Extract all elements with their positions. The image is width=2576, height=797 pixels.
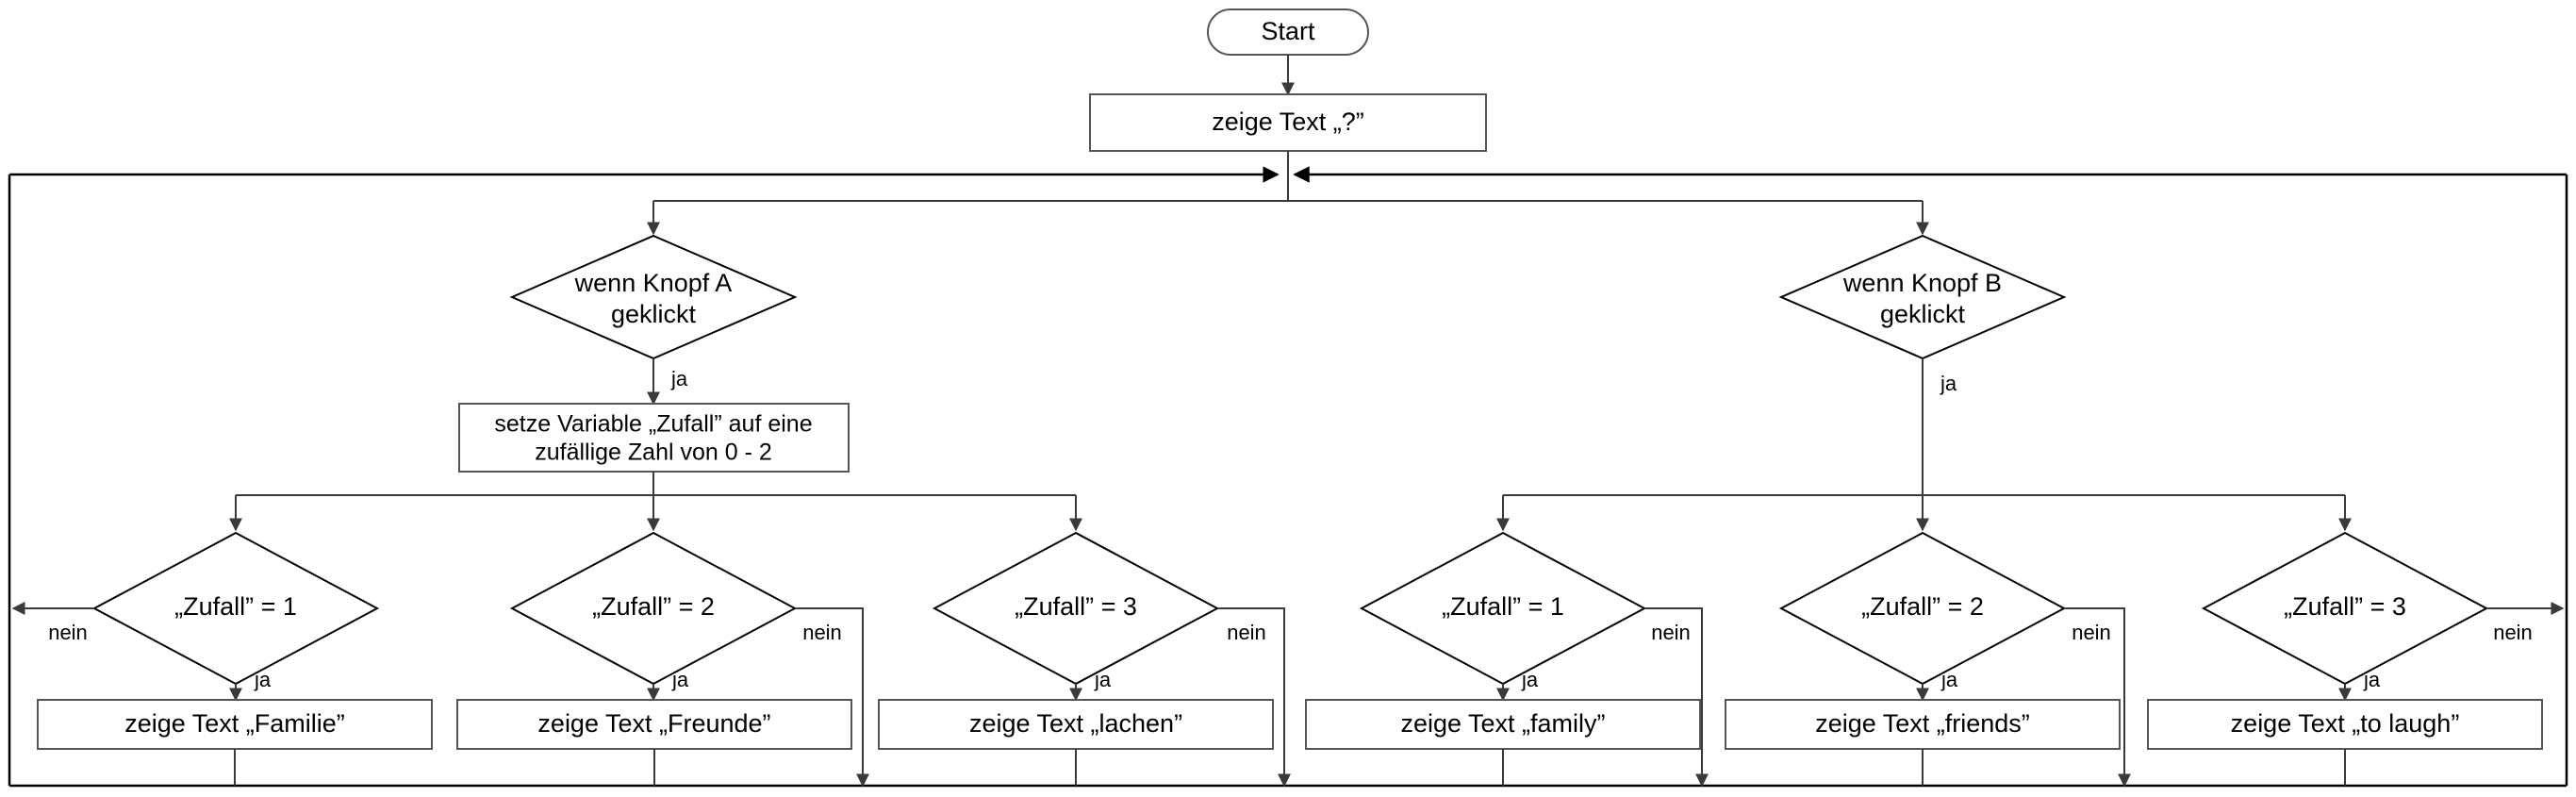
node-a-rand2-label: „Zufall” = 2: [592, 592, 715, 621]
node-out-lachen[interactable]: zeige Text „lachen”: [878, 699, 1274, 750]
node-b-rand2[interactable]: „Zufall” = 2: [1778, 531, 2067, 686]
edge-label-b-rand1-ja: ja: [1521, 668, 1539, 691]
node-b-rand1-label: „Zufall” = 1: [1442, 592, 1564, 621]
edge-label-a-rand2-ja: ja: [671, 668, 689, 691]
node-button-a-label-line1: wenn Knopf A: [574, 269, 733, 297]
node-set-random-label-line2: zufällige Zahl von 0 - 2: [535, 440, 772, 466]
edge-label-b-rand2-nein: nein: [2072, 621, 2111, 644]
node-a-rand1-label: „Zufall” = 1: [174, 592, 297, 621]
edge-label-a-rand1-ja: ja: [254, 668, 272, 691]
edge-label-b-ja: ja: [1940, 372, 1957, 395]
node-button-a-label-line2: geklickt: [611, 300, 697, 328]
edge-label-b-rand2-ja: ja: [1940, 668, 1958, 691]
node-out-freunde[interactable]: zeige Text „Freunde”: [456, 699, 852, 750]
node-a-rand1[interactable]: „Zufall” = 1: [91, 531, 380, 686]
edge-split-b-random: [1496, 494, 2352, 532]
node-a-rand3[interactable]: „Zufall” = 3: [932, 531, 1220, 686]
edge-label-a-rand2-nein: nein: [802, 621, 842, 644]
node-set-random[interactable]: setze Variable „Zufall” auf eine zufälli…: [458, 403, 850, 473]
edge-a-rand2-nein: [795, 607, 864, 786]
node-out-familie-label: zeige Text „Familie”: [124, 709, 345, 738]
node-start-label: Start: [1261, 17, 1315, 45]
edge-label-b-rand3-ja: ja: [2363, 668, 2381, 691]
edge-b-rand1-nein: [1644, 607, 1703, 786]
node-out-to-laugh-label: zeige Text „to laugh”: [2231, 709, 2460, 738]
edge-label-a-rand3-nein: nein: [1227, 621, 1266, 644]
node-start[interactable]: Start: [1207, 8, 1369, 56]
node-button-b[interactable]: wenn Knopf B geklickt: [1778, 234, 2067, 360]
node-out-friends-label: zeige Text „friends”: [1815, 709, 2030, 738]
edge-label-b-rand1-nein: nein: [1651, 621, 1691, 644]
edge-b-rand2-nein: [2064, 607, 2125, 786]
node-button-a[interactable]: wenn Knopf A geklickt: [509, 234, 798, 360]
edge-split-a-b: [647, 200, 1929, 236]
node-out-family-label: zeige Text „family”: [1400, 709, 1605, 738]
node-out-to-laugh[interactable]: zeige Text „to laugh”: [2147, 699, 2543, 750]
node-out-familie[interactable]: zeige Text „Familie”: [37, 699, 433, 750]
node-show-question[interactable]: zeige Text „?”: [1089, 93, 1487, 152]
node-show-question-label: zeige Text „?”: [1212, 108, 1364, 136]
node-b-rand3[interactable]: „Zufall” = 3: [2201, 531, 2489, 686]
edge-label-a-ja: ja: [670, 367, 688, 390]
node-out-friends[interactable]: zeige Text „friends”: [1725, 699, 2121, 750]
edge-label-b-rand3-nein: nein: [2493, 621, 2533, 644]
node-button-b-label-line1: wenn Knopf B: [1842, 269, 2002, 297]
outer-loop-frame: [8, 166, 2568, 788]
node-out-family[interactable]: zeige Text „family”: [1305, 699, 1701, 750]
edge-label-a-rand1-nein: nein: [48, 621, 88, 644]
edge-a-rand3-nein: [1217, 607, 1285, 786]
node-b-rand2-label: „Zufall” = 2: [1861, 592, 1984, 621]
node-a-rand3-label: „Zufall” = 3: [1015, 592, 1137, 621]
node-b-rand3-label: „Zufall” = 3: [2284, 592, 2406, 621]
node-a-rand2[interactable]: „Zufall” = 2: [509, 531, 798, 686]
node-b-rand1[interactable]: „Zufall” = 1: [1359, 531, 1647, 686]
node-button-b-label-line2: geklickt: [1880, 300, 1966, 328]
node-out-freunde-label: zeige Text „Freunde”: [537, 709, 770, 738]
node-out-lachen-label: zeige Text „lachen”: [969, 709, 1182, 738]
edge-label-a-rand3-ja: ja: [1094, 668, 1112, 691]
edge-split-a-random: [229, 472, 1082, 532]
nein-rail-arrowheads: [856, 764, 2131, 788]
node-set-random-label-line1: setze Variable „Zufall” auf eine: [494, 411, 812, 438]
